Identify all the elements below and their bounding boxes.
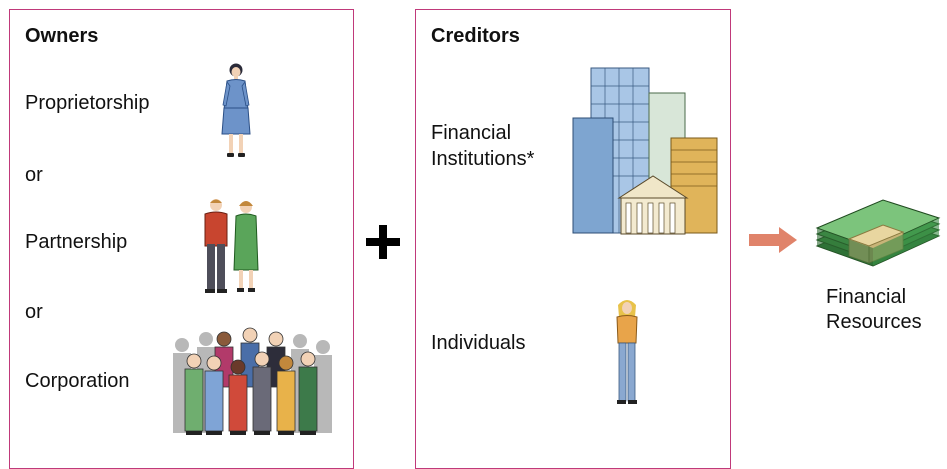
owners-title: Owners — [25, 25, 99, 47]
financial-institutions-line1: Financial — [431, 122, 512, 144]
or-label-1: or — [25, 164, 43, 186]
partnership-label: Partnership — [25, 231, 128, 253]
creditors-title: Creditors — [431, 25, 520, 47]
individuals-label: Individuals — [431, 332, 526, 354]
corporation-label: Corporation — [25, 370, 130, 392]
woman-figure-icon — [221, 63, 251, 157]
bank-buildings-icon — [572, 67, 718, 235]
financial-resources-line1: Financial — [826, 286, 907, 308]
money-stack-icon — [815, 199, 941, 267]
two-people-icon — [204, 199, 259, 293]
arrow-icon — [749, 227, 797, 253]
creditors-panel: Creditors Financial Institutions* Indivi… — [415, 9, 731, 469]
proprietorship-label: Proprietorship — [25, 92, 150, 114]
financial-resources-label: Financial Resources — [826, 285, 922, 335]
or-label-2: or — [25, 301, 43, 323]
woman-standing-icon — [616, 300, 638, 404]
owners-panel: Owners Proprietorship or Partnership or … — [9, 9, 354, 469]
financial-resources-line2: Resources — [826, 311, 922, 333]
crowd-icon — [173, 327, 332, 435]
financial-institutions-line2: Institutions* — [431, 148, 535, 170]
plus-icon — [366, 225, 400, 259]
